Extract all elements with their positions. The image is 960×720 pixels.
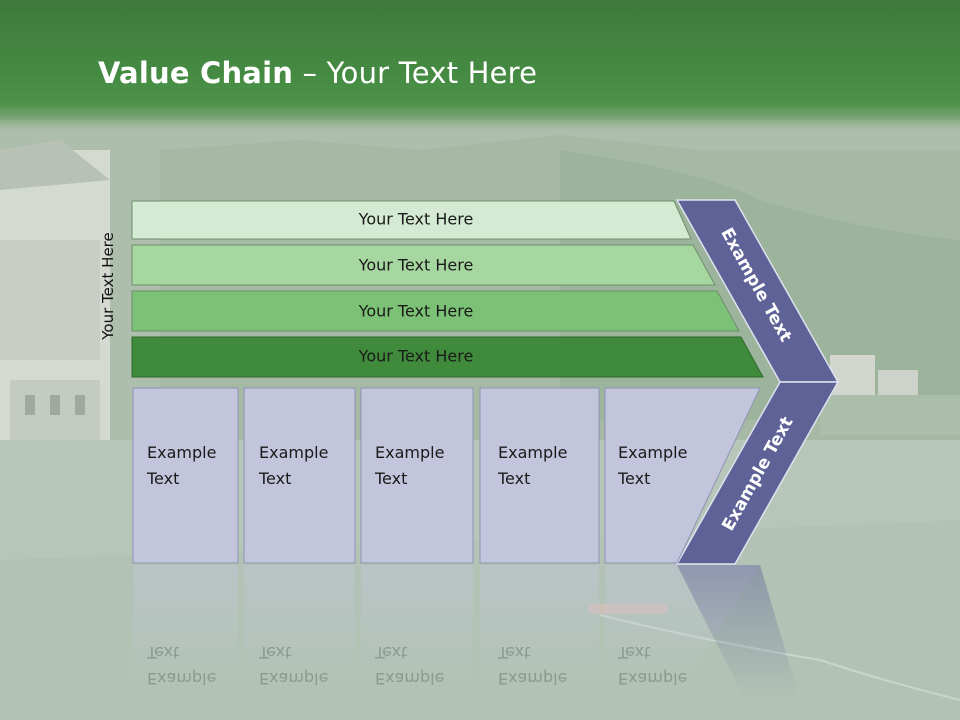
reflection-text: Example <box>147 669 216 688</box>
row-label: Your Text Here <box>358 256 474 275</box>
box-text: Example <box>498 443 567 462</box>
box-1 <box>132 387 239 564</box>
box-text: Text <box>497 469 530 488</box>
reflection-text: Text <box>617 643 650 662</box>
box-3 <box>360 387 474 564</box>
title-rest: – Your Text Here <box>293 56 538 90</box>
box-text: Text <box>258 469 291 488</box>
reflection-text: Example <box>259 669 328 688</box>
row-label: Your Text Here <box>358 302 474 321</box>
title-bold: Value Chain <box>98 56 294 90</box>
box-5 <box>604 387 761 564</box>
header-band <box>0 0 960 130</box>
reflection: Example Text Example Text Example Text E… <box>133 565 800 700</box>
box-text: Example <box>618 443 687 462</box>
box-text: Example <box>375 443 444 462</box>
reflection-text: Example <box>498 669 567 688</box>
reflection-text: Text <box>258 643 291 662</box>
row-label: Your Text Here <box>358 347 474 366</box>
reflection-text: Text <box>374 643 407 662</box>
slide-title: Value Chain – Your Text Here <box>98 56 537 90</box>
reflection-text: Example <box>618 669 687 688</box>
box-text: Text <box>374 469 407 488</box>
arrow-lower-segment <box>675 381 840 565</box>
boxes: Example Text Example Text Example Text E… <box>132 387 761 564</box>
row-bar-3 <box>131 290 740 332</box>
row-bar-2 <box>131 244 716 286</box>
row-bar-1 <box>131 200 692 240</box>
rows: Your Text Here Your Text Here Your Text … <box>131 200 764 378</box>
reflection-text: Text <box>497 643 530 662</box>
box-text: Example <box>259 443 328 462</box>
reflection-text: Text <box>146 643 179 662</box>
box-text: Text <box>617 469 650 488</box>
box-4 <box>479 387 600 564</box>
reflection-text: Example <box>375 669 444 688</box>
box-2 <box>243 387 356 564</box>
row-label: Your Text Here <box>358 210 474 229</box>
box-text: Example <box>147 443 216 462</box>
box-text: Text <box>146 469 179 488</box>
row-bar-4 <box>131 336 764 378</box>
